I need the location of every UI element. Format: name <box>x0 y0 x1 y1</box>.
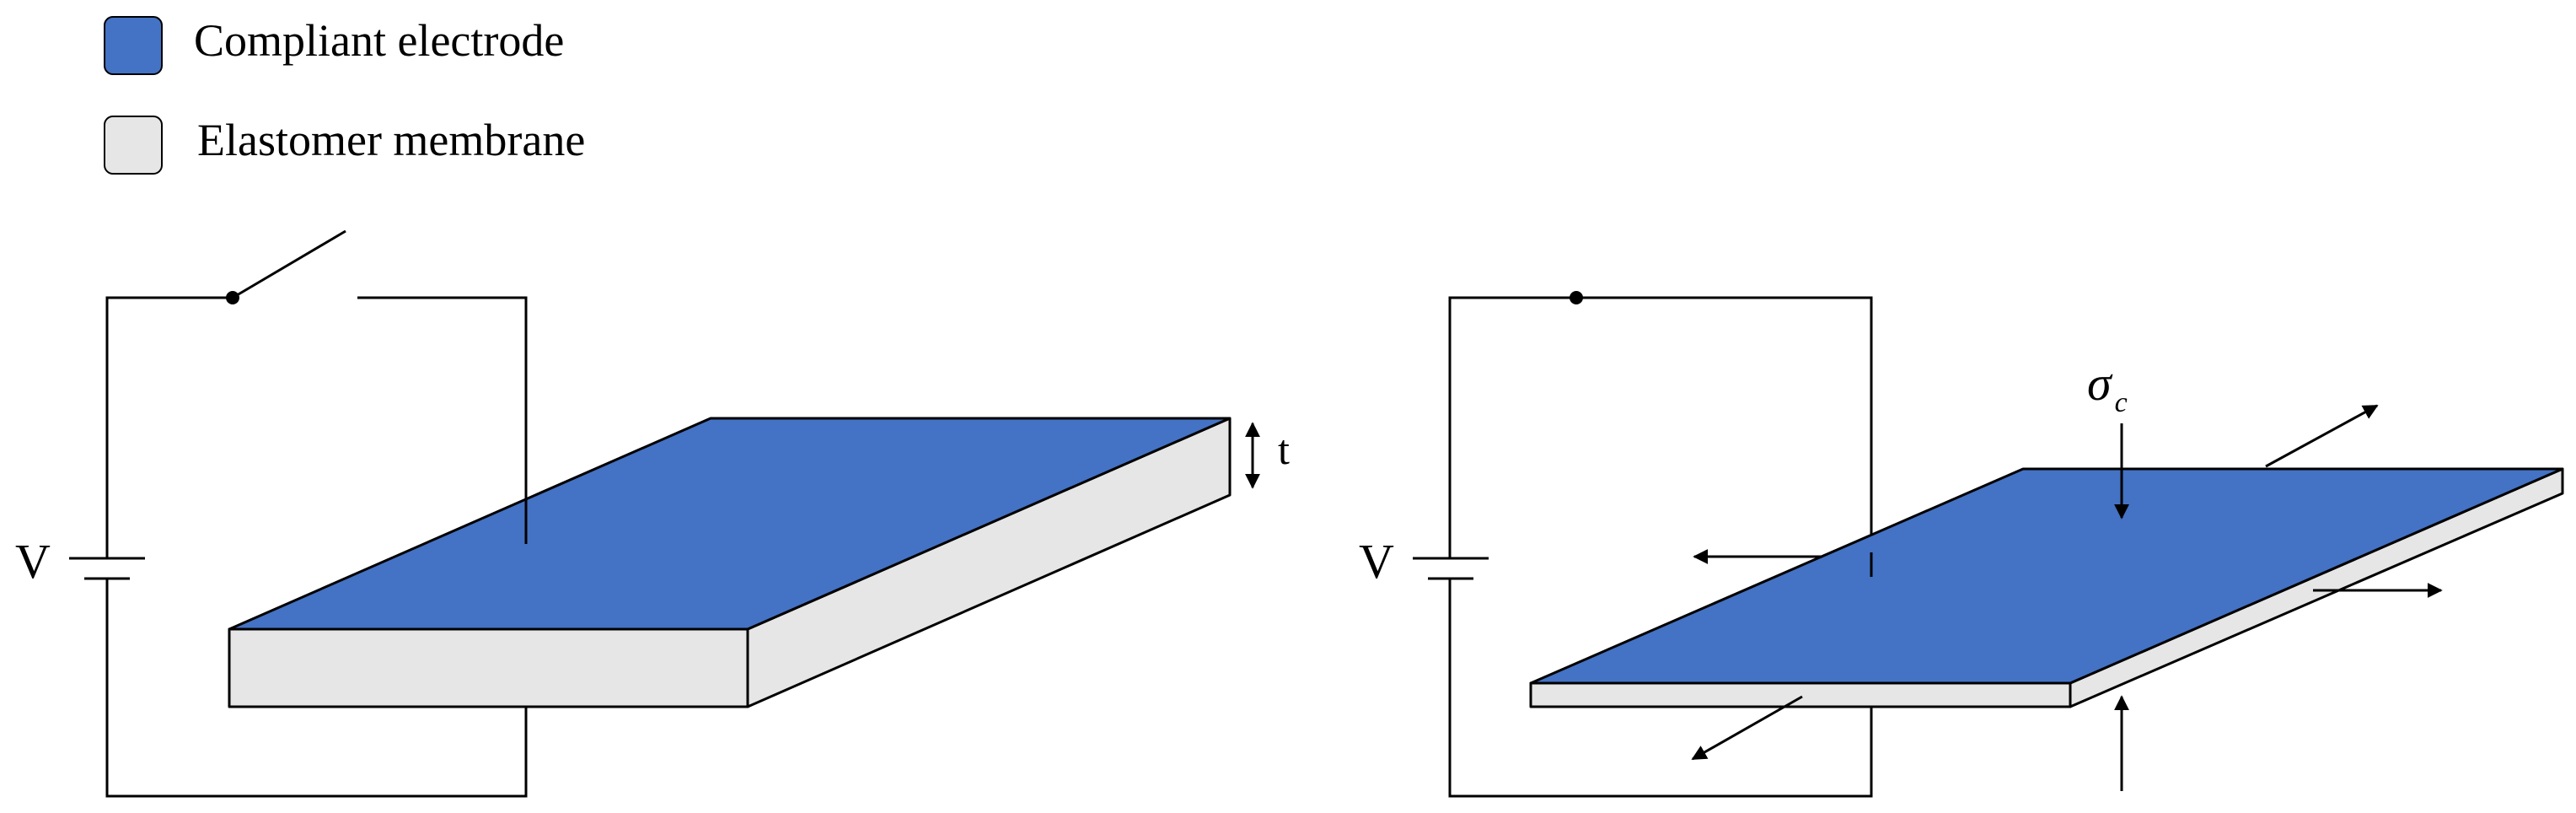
right-membrane-slab <box>1529 467 2564 708</box>
left-membrane-slab <box>228 417 1232 708</box>
left-membrane-front-face <box>228 627 749 708</box>
left-electrode-top <box>228 417 1232 631</box>
stress-subscript: c <box>2115 387 2128 418</box>
left-circuit-wires <box>105 296 528 798</box>
left-battery <box>69 557 145 580</box>
expansion-arrow-front-left <box>1691 695 1803 761</box>
left-diagram: V t <box>15 229 1290 798</box>
legend-electrode-swatch <box>104 16 163 75</box>
force-arrows <box>1691 404 2443 791</box>
right-voltage-label: V <box>1359 534 1394 589</box>
left-switch <box>226 229 346 304</box>
legend-membrane-label: Elastomer membrane <box>197 115 585 165</box>
legend-membrane-swatch <box>104 116 163 175</box>
right-electrode-top <box>1529 467 2564 685</box>
right-switch-closed <box>1570 291 1583 304</box>
legend: Compliant electrode Elastomer membrane <box>104 15 585 175</box>
legend-electrode-label: Compliant electrode <box>194 15 564 66</box>
thickness-label: t <box>1278 426 1290 473</box>
expansion-arrow-back-right <box>2265 404 2379 468</box>
left-voltage-label: V <box>15 534 51 589</box>
right-battery <box>1413 557 1489 580</box>
right-circuit-wires <box>1448 296 1873 798</box>
right-membrane-front-face <box>1529 681 2072 708</box>
